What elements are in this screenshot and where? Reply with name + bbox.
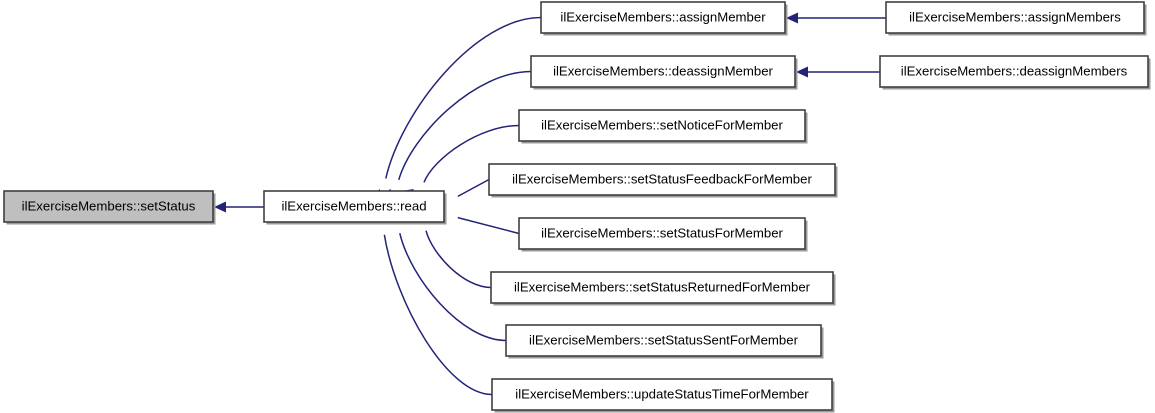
graph-node-setStatus[interactable]: ilExerciseMembers::setStatus xyxy=(3,190,216,225)
edge-deassignMember-to-read xyxy=(398,70,532,181)
graph-node-deassignMember[interactable]: ilExerciseMembers::deassignMember xyxy=(530,55,798,90)
edge-setStatusForMember-to-read xyxy=(457,216,520,235)
edge-setNoticeForMember-to-read xyxy=(423,124,520,183)
edge-updateStatusTimeForMember-to-read xyxy=(383,234,493,396)
node-label: ilExerciseMembers::updateStatusTimeForMe… xyxy=(515,386,809,401)
graph-node-updateStatusTimeForMember[interactable]: ilExerciseMembers::updateStatusTimeForMe… xyxy=(491,378,835,413)
graph-node-setNoticeForMember[interactable]: ilExerciseMembers::setNoticeForMember xyxy=(518,109,808,144)
graph-node-assignMember[interactable]: ilExerciseMembers::assignMember xyxy=(540,1,788,36)
arrowhead-assignMembers-to-assignMember xyxy=(786,12,798,24)
node-box[interactable] xyxy=(518,217,806,250)
node-label: ilExerciseMembers::setStatus xyxy=(22,198,196,213)
arrowhead-read-to-setStatus xyxy=(214,201,226,213)
node-box[interactable] xyxy=(518,109,806,142)
node-box[interactable] xyxy=(885,1,1145,34)
node-box[interactable] xyxy=(540,1,786,34)
graph-node-setStatusReturnedForMember[interactable]: ilExerciseMembers::setStatusReturnedForM… xyxy=(490,271,836,306)
node-label: ilExerciseMembers::setStatusReturnedForM… xyxy=(514,279,811,294)
graph-node-setStatusFeedbackForMember[interactable]: ilExerciseMembers::setStatusFeedbackForM… xyxy=(488,163,838,198)
edge-setStatusReturnedForMember-to-read xyxy=(425,230,492,289)
node-box[interactable] xyxy=(879,55,1149,88)
node-label: ilExerciseMembers::assignMembers xyxy=(909,9,1121,24)
node-box[interactable] xyxy=(491,378,833,411)
node-box[interactable] xyxy=(490,271,834,304)
node-label: ilExerciseMembers::setNoticeForMember xyxy=(541,117,783,132)
node-box[interactable] xyxy=(263,190,445,223)
graph-node-setStatusForMember[interactable]: ilExerciseMembers::setStatusForMember xyxy=(518,217,808,252)
node-box[interactable] xyxy=(488,163,836,196)
node-box[interactable] xyxy=(505,324,822,357)
node-box[interactable] xyxy=(530,55,796,88)
node-label: ilExerciseMembers::setStatusForMember xyxy=(541,225,783,240)
edge-setStatusFeedbackForMember-to-read xyxy=(457,178,490,198)
node-box-current[interactable] xyxy=(3,190,214,223)
graph-node-setStatusSentForMember[interactable]: ilExerciseMembers::setStatusSentForMembe… xyxy=(505,324,824,359)
edge-setStatusSentForMember-to-read xyxy=(399,232,507,342)
node-label: ilExerciseMembers::deassignMembers xyxy=(901,63,1128,78)
node-label: ilExerciseMembers::setStatusSentForMembe… xyxy=(529,332,799,347)
graph-node-assignMembers[interactable]: ilExerciseMembers::assignMembers xyxy=(885,1,1147,36)
node-label: ilExerciseMembers::deassignMember xyxy=(553,63,773,78)
graph-node-read[interactable]: ilExerciseMembers::read xyxy=(263,190,447,225)
arrowhead-deassignMembers-to-deassignMember xyxy=(796,66,808,78)
edge-assignMember-to-read xyxy=(385,16,542,179)
node-label: ilExerciseMembers::assignMember xyxy=(560,9,766,24)
graph-node-deassignMembers[interactable]: ilExerciseMembers::deassignMembers xyxy=(879,55,1151,90)
node-label: ilExerciseMembers::setStatusFeedbackForM… xyxy=(512,171,812,186)
node-label: ilExerciseMembers::read xyxy=(281,198,426,213)
